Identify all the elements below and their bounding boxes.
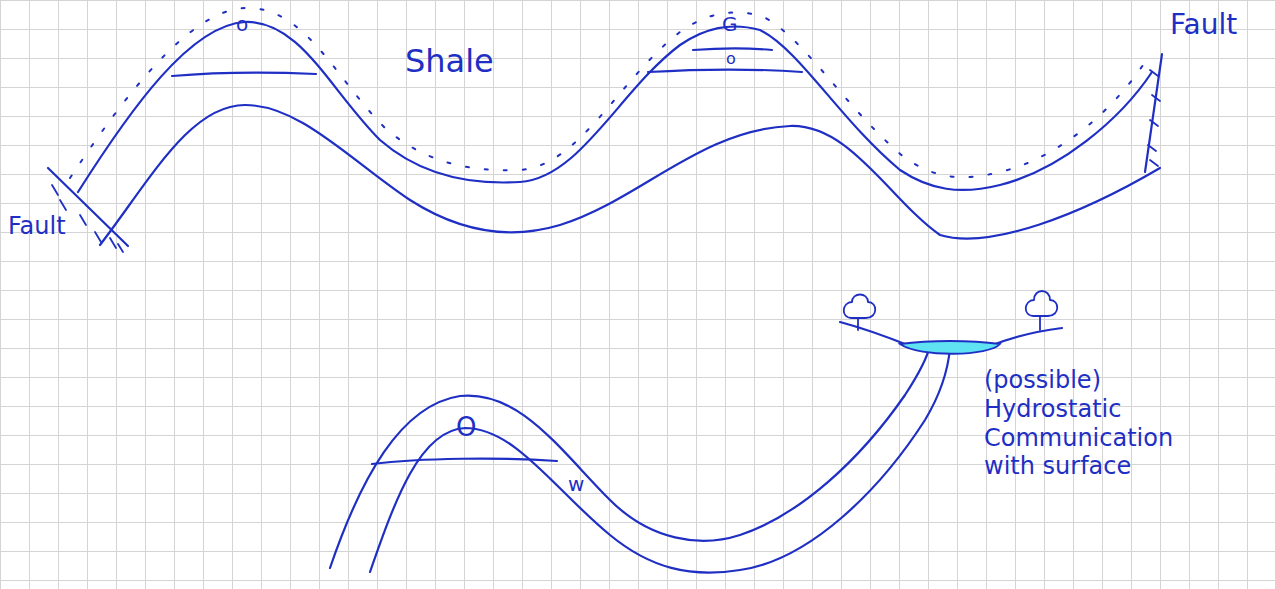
layer-bottom-boundary bbox=[370, 348, 950, 573]
oil-symbol: o bbox=[236, 12, 248, 36]
rock-label: Shale bbox=[405, 42, 494, 80]
fault-label: Fault bbox=[1170, 8, 1237, 42]
tree bbox=[1026, 291, 1058, 330]
fault-hatch bbox=[1148, 70, 1160, 166]
oil-water-contact bbox=[648, 70, 802, 72]
layer-bottom-boundary bbox=[100, 105, 1160, 245]
gas-symbol: G bbox=[722, 12, 738, 36]
surface-water bbox=[900, 341, 1000, 354]
oil-water-contact bbox=[172, 73, 316, 76]
tree bbox=[844, 295, 876, 331]
note-text: (possible) Hydrostatic Communication wit… bbox=[984, 366, 1184, 481]
shale-ticks bbox=[70, 8, 1145, 178]
water-symbol: w bbox=[568, 472, 584, 496]
fault-label: Fault bbox=[8, 212, 66, 241]
layer-top-boundary bbox=[78, 22, 1152, 192]
oil-symbol: o bbox=[726, 49, 736, 68]
oil-symbol: O bbox=[456, 412, 476, 443]
fault-line bbox=[1145, 54, 1162, 172]
oil-water-contact bbox=[372, 459, 557, 464]
